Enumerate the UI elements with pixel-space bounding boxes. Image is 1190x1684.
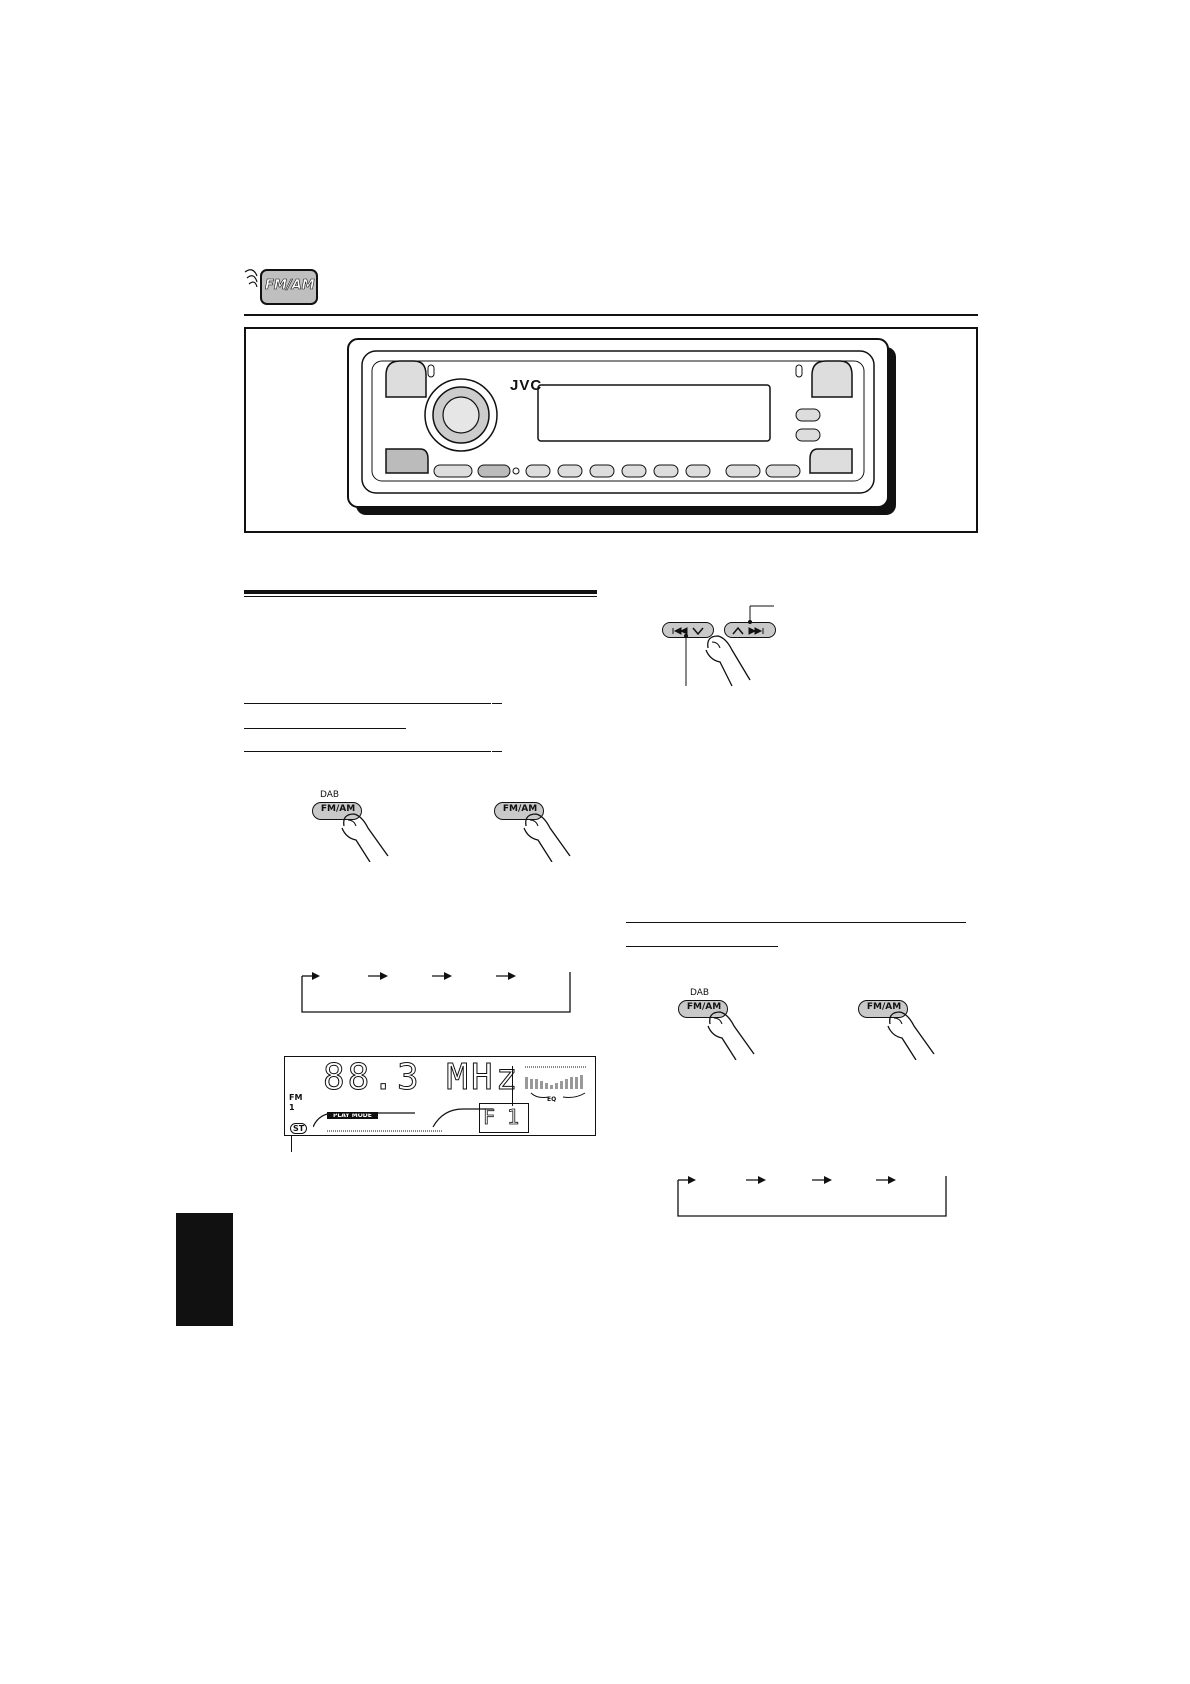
band-cycle-diagram-left [301, 972, 571, 1013]
blank-line-3 [244, 751, 491, 752]
stereo-callout-line [291, 1136, 292, 1152]
seek-buttons-figure [660, 600, 810, 690]
callout-lines [684, 605, 774, 686]
fm-am-badge-label: FM/AM [265, 278, 315, 294]
eq-indicator: EQ [547, 1096, 557, 1103]
band-button-press: FM/AM [492, 790, 582, 862]
finger-press-icon [705, 635, 751, 687]
language-side-tab [176, 1213, 233, 1326]
display-decor-lines [313, 1108, 493, 1132]
radio-waves-icon [244, 269, 318, 305]
fm-am-button-2-label: FM/AM [502, 804, 538, 814]
finger-press-icon [887, 1011, 935, 1060]
arrow-right-icon [432, 972, 452, 980]
finger-press-icon [341, 813, 389, 862]
arrow-right-icon [746, 1176, 766, 1184]
band-button-press-dab-right: DAB FM/AM [676, 988, 766, 1060]
preset-box [479, 1103, 529, 1133]
arrow-right-icon [368, 972, 388, 980]
skip-back-down-icon [672, 627, 704, 636]
car-receiver-faceplate [347, 338, 896, 515]
arrow-right-icon [496, 972, 516, 980]
arrow-right-icon [876, 1176, 896, 1184]
band-indicator: FM [289, 1093, 303, 1102]
band-button-press-dab: DAB FM/AM [310, 790, 400, 862]
lcd-display: 88.3 MHz FM 1 PLAY MODE ST F 1 EQ [284, 1056, 596, 1136]
fm-am-button-right[interactable] [678, 1000, 728, 1018]
fm-am-button[interactable] [312, 802, 362, 820]
blank-line-1-end [492, 703, 502, 704]
dab-label-right: DAB [690, 988, 710, 998]
fm-am-button-right-label: FM/AM [686, 1002, 722, 1012]
blank-line-3-end [492, 751, 502, 752]
stereo-indicator: ST [290, 1123, 308, 1134]
faceplate-figure: JVC [244, 327, 978, 533]
fm-am-button-2[interactable] [494, 802, 544, 820]
seek-down-button[interactable] [662, 622, 714, 638]
finger-press-icon [523, 813, 571, 862]
band-number: 1 [289, 1103, 295, 1112]
arrow-right-icon [812, 1176, 832, 1184]
header-rule [244, 314, 978, 316]
seek-up-button[interactable] [724, 622, 776, 638]
section-heading-rule-thin [244, 596, 597, 597]
eq-bars-graphic [525, 1066, 587, 1098]
fm-am-button-right-2[interactable] [858, 1000, 908, 1018]
up-skip-forward-icon [732, 626, 764, 635]
blank-line-5 [626, 946, 778, 947]
fm-am-button-right-2-label: FM/AM [866, 1002, 902, 1012]
fm-am-button-label: FM/AM [320, 804, 356, 814]
section-heading-rule [244, 590, 597, 594]
fm-am-badge: FM/AM [243, 266, 319, 308]
band-cycle-diagram-right [677, 1176, 947, 1217]
jvc-logo: JVC [510, 377, 543, 394]
blank-line-2 [244, 728, 406, 729]
preset-callout-line [512, 1066, 513, 1106]
arrow-right-icon [302, 972, 320, 980]
play-mode-indicator: PLAY MODE [327, 1112, 378, 1119]
dab-label: DAB [320, 790, 340, 800]
arrow-right-icon [678, 1176, 696, 1184]
finger-press-icon [707, 1011, 755, 1060]
band-button-press-right: FM/AM [856, 988, 946, 1060]
blank-line-1 [244, 703, 491, 704]
blank-line-4 [626, 922, 966, 923]
frequency-readout: 88.3 MHz [322, 1057, 521, 1099]
